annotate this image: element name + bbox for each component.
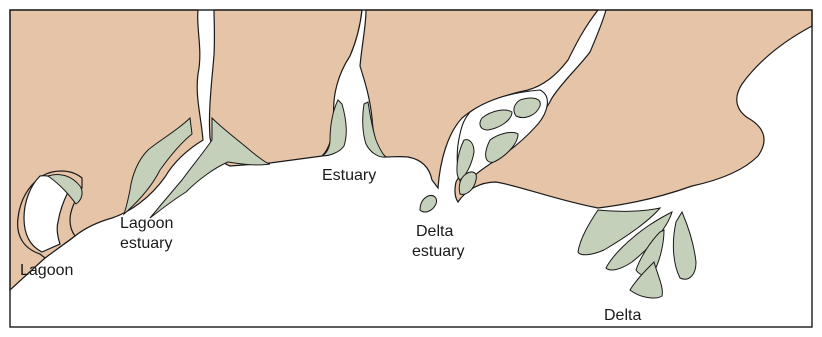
label-lagoon-estuary-line1: Lagoon <box>120 215 173 232</box>
label-delta-estuary-line2: estuary <box>412 243 464 260</box>
label-delta: Delta <box>604 307 641 324</box>
delta-estuary-island-6 <box>420 195 437 212</box>
label-delta-estuary-line1: Delta <box>416 223 453 240</box>
delta-marsh-3 <box>673 212 696 279</box>
label-lagoon-estuary-line2: estuary <box>120 235 172 252</box>
label-lagoon: Lagoon <box>20 262 73 279</box>
label-estuary: Estuary <box>322 167 376 184</box>
